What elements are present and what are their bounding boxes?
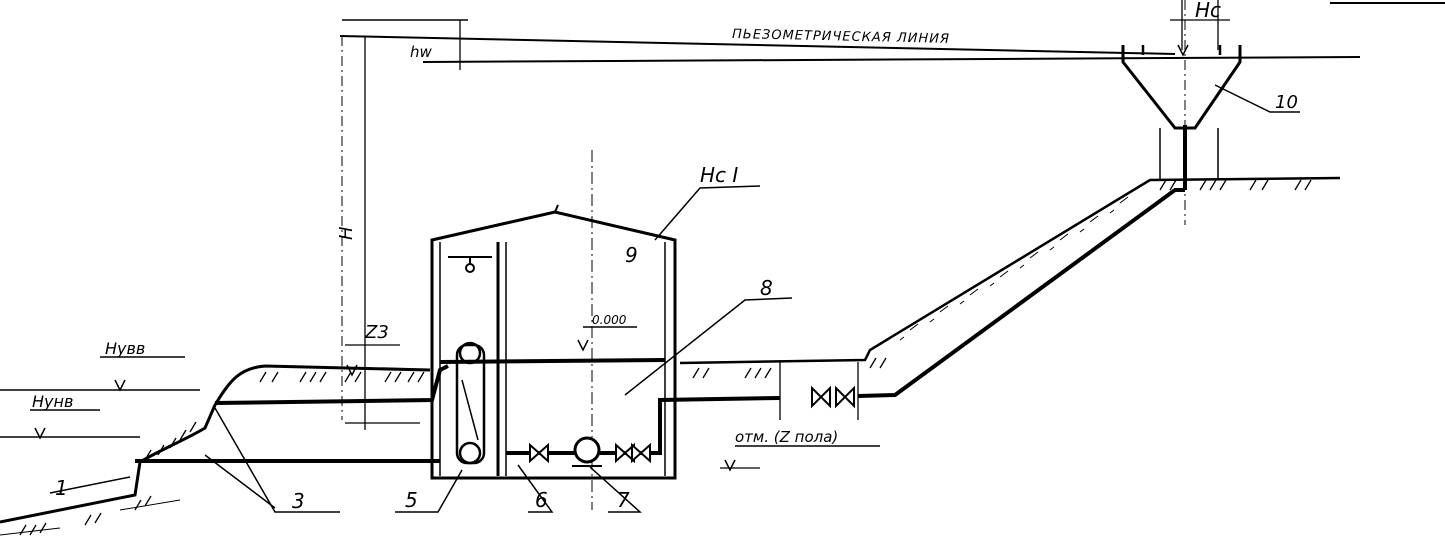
h-label: H <box>336 226 357 240</box>
slope-texture <box>879 196 1129 346</box>
zero-mark-label: 0.000 <box>592 313 627 327</box>
pump-station-building <box>430 204 677 480</box>
number-9-label: 9 <box>625 243 638 267</box>
pipelines <box>135 125 1187 463</box>
leader-lines <box>49 84 1300 513</box>
number-8-label: 8 <box>760 276 773 300</box>
piezometric-line-label: ПЬЕЗОМЕТРИЧЕСКАЯ ЛИНИЯ <box>732 27 950 47</box>
number-7-label: 7 <box>617 488 630 512</box>
number-1-label: 1 <box>55 476 68 500</box>
crane-icon <box>448 256 492 273</box>
arrow-marks <box>34 44 1189 472</box>
water-tower <box>1121 45 1242 180</box>
nuvv-label: Hувв <box>105 339 145 358</box>
hc-one-label: Hс I <box>700 163 738 187</box>
number-10-label: 10 <box>1275 92 1298 113</box>
ground-hatching <box>19 179 1312 536</box>
number-6-label: 6 <box>535 488 548 512</box>
number-3-label: 3 <box>292 489 305 513</box>
gate-valve-icons <box>529 385 855 464</box>
z3-label: Z3 <box>364 322 389 343</box>
floor-mark-label: отм. (Z пола) <box>735 428 838 446</box>
hc-label: Hс <box>1195 0 1221 22</box>
terrain <box>0 176 1341 536</box>
hw-label: hw <box>410 43 433 61</box>
pump-icon <box>572 436 602 467</box>
dimension-lines <box>0 0 1361 510</box>
floor-slab-line <box>439 358 666 364</box>
number-5-label: 5 <box>405 488 418 512</box>
nunv-label: Hунв <box>32 392 73 411</box>
